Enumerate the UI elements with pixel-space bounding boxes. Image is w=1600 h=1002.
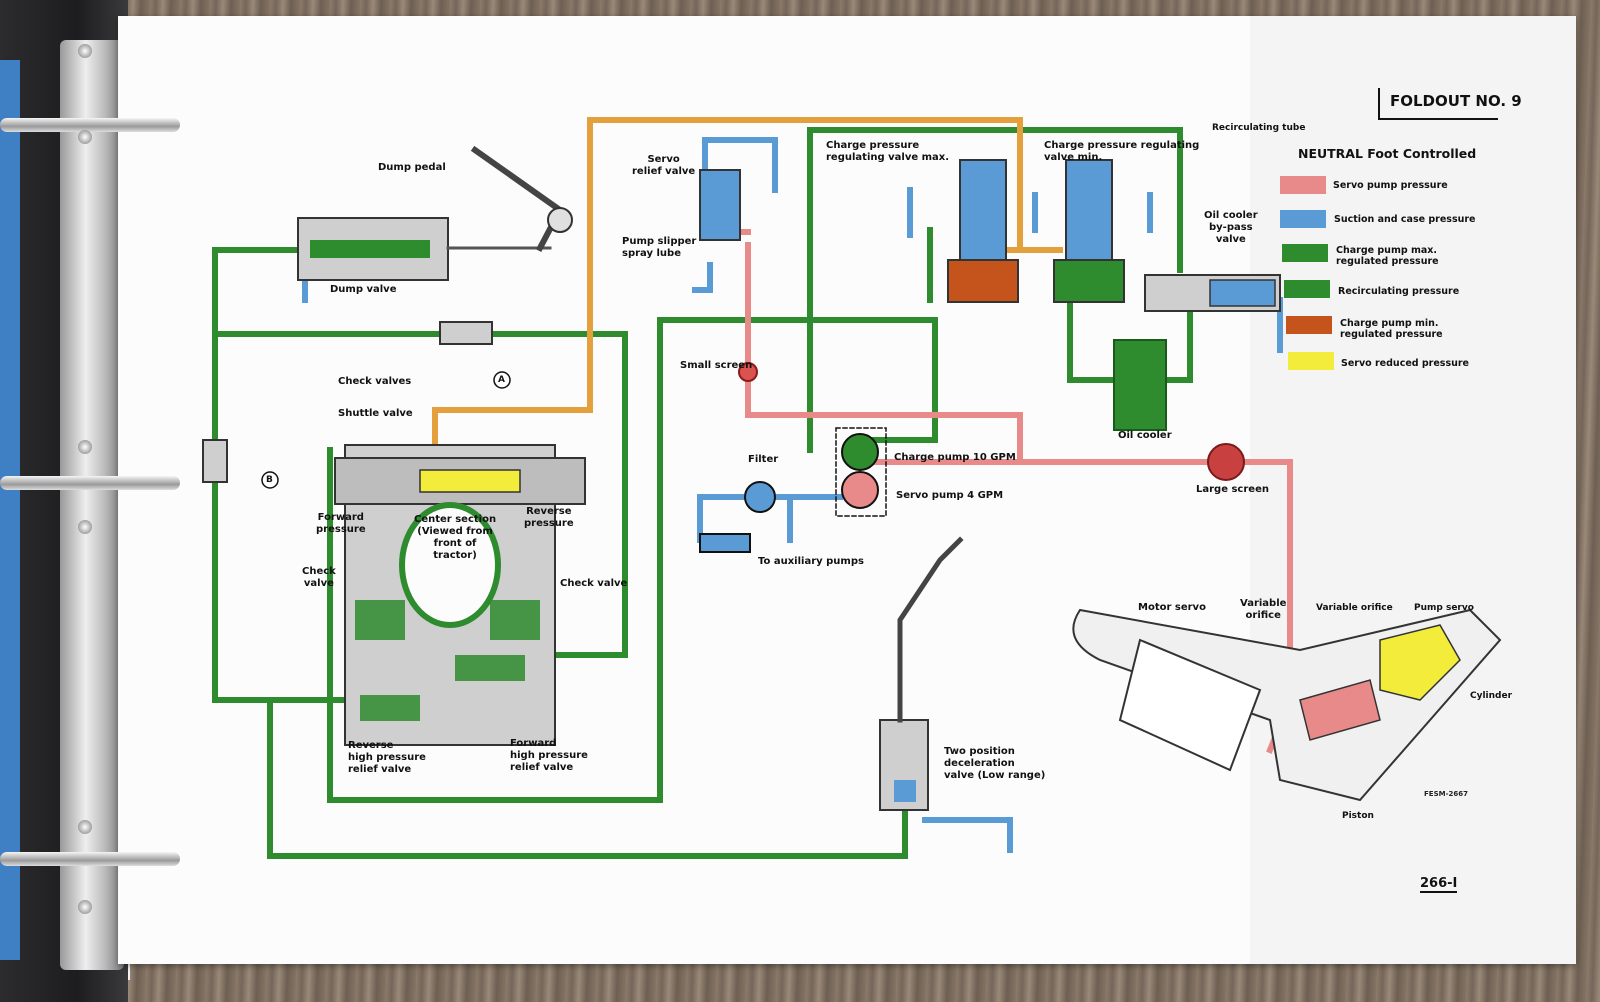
legend-title: NEUTRAL Foot Controlled bbox=[1298, 146, 1477, 161]
label-charge-reg-max: Charge pressure regulating valve max. bbox=[826, 140, 950, 163]
page-number: 266-I bbox=[1420, 876, 1458, 893]
label-filter: Filter bbox=[748, 454, 779, 465]
legend-swatch-charge-max bbox=[1282, 244, 1328, 262]
legend-label: Recirculating pressure bbox=[1338, 286, 1460, 297]
legend-swatch-servo-reduced bbox=[1288, 352, 1334, 370]
filter-symbol bbox=[744, 481, 776, 513]
legend-swatch-servo bbox=[1280, 176, 1326, 194]
binder-ring bbox=[0, 852, 180, 866]
legend-label: Servo reduced pressure bbox=[1341, 358, 1469, 369]
label-recirc-tube: Recirculating tube bbox=[1212, 123, 1306, 133]
binder-tab-edge bbox=[0, 60, 20, 960]
binder-rivet bbox=[78, 520, 92, 534]
check-valve-a bbox=[439, 321, 493, 345]
label-center-section: Center section (Viewed from front of tra… bbox=[414, 514, 497, 561]
label-pump-slipper: Pump slipper spray lube bbox=[622, 236, 697, 259]
legend-label: Servo pump pressure bbox=[1333, 180, 1448, 191]
servo-pump-symbol bbox=[841, 471, 879, 509]
label-oil-cooler: Oil cooler bbox=[1118, 430, 1172, 441]
dump-valve-body bbox=[297, 145, 573, 281]
deceleration-valve-body bbox=[879, 719, 929, 811]
label-oil-cooler-bypass: Oil cooler by-pass valve bbox=[1204, 210, 1258, 245]
label-large-screen: Large screen bbox=[1196, 484, 1269, 495]
label-forward-pressure: Forward pressure bbox=[316, 512, 366, 535]
label-motor-servo: Motor servo bbox=[1138, 602, 1206, 613]
label-forward-relief: Forward high pressure relief valve bbox=[510, 738, 588, 773]
binder-rivet bbox=[78, 44, 92, 58]
foldout-title-box bbox=[1378, 88, 1498, 120]
foldout-title: FOLDOUT NO. 9 bbox=[1390, 92, 1522, 110]
label-check-valve-right: Check valve bbox=[560, 578, 628, 589]
label-two-position-valve: Two position deceleration valve (Low ran… bbox=[944, 746, 1046, 781]
label-check-valve-left: Check valve bbox=[302, 566, 336, 589]
label-cylinder: Cylinder bbox=[1470, 691, 1513, 701]
binder-rivet bbox=[78, 820, 92, 834]
label-dump-pedal: Dump pedal bbox=[378, 162, 446, 173]
label-dump-valve: Dump valve bbox=[330, 284, 397, 295]
figure-code: FESM-2667 bbox=[1424, 790, 1468, 798]
label-variable-orifice-left: Variable orifice bbox=[1240, 598, 1287, 621]
label-piston: Piston bbox=[1342, 811, 1374, 821]
label-reverse-relief: Reverse high pressure relief valve bbox=[348, 740, 426, 775]
label-charge-pump: Charge pump 10 GPM bbox=[894, 452, 1016, 463]
label-charge-reg-min: Charge pressure regulating valve min. bbox=[1044, 140, 1200, 163]
servo-relief-valve-body bbox=[699, 169, 741, 241]
legend-label: Charge pump min. regulated pressure bbox=[1340, 318, 1443, 340]
charge-pump-symbol bbox=[841, 433, 879, 471]
legend-label: Suction and case pressure bbox=[1334, 214, 1476, 225]
binder-ring bbox=[0, 476, 180, 490]
check-valve-b bbox=[202, 439, 228, 483]
label-variable-orifice-right: Variable orifice bbox=[1316, 603, 1393, 613]
binder-rivet bbox=[78, 900, 92, 914]
label-to-aux-pumps: To auxiliary pumps bbox=[758, 556, 864, 567]
legend-swatch-charge-min bbox=[1286, 316, 1332, 334]
marker-a: A bbox=[498, 375, 505, 385]
label-shuttle-valve: Shuttle valve bbox=[338, 408, 413, 419]
label-small-screen: Small screen bbox=[680, 360, 753, 371]
legend-swatch-recirculating bbox=[1284, 280, 1330, 298]
pump-outline bbox=[835, 427, 887, 517]
binder-spine bbox=[60, 40, 124, 970]
page-fold-panel bbox=[1250, 16, 1576, 964]
legend-swatch-suction bbox=[1280, 210, 1326, 228]
charge-regulating-valves bbox=[947, 159, 1125, 303]
binder-rivet bbox=[78, 440, 92, 454]
label-servo-pump: Servo pump 4 GPM bbox=[896, 490, 1004, 501]
binder-ring bbox=[0, 118, 180, 132]
label-servo-relief-valve: Servo relief valve bbox=[632, 154, 696, 177]
legend-label: Charge pump max. regulated pressure bbox=[1336, 245, 1439, 267]
shuttle-valve-body bbox=[334, 444, 586, 746]
large-screen-symbol bbox=[1207, 443, 1245, 481]
small-screen-symbol bbox=[738, 362, 758, 382]
oil-cooler-body bbox=[1113, 339, 1167, 431]
servo-assembly bbox=[1072, 608, 1502, 802]
binder-rivet bbox=[78, 130, 92, 144]
label-check-valves: Check valves bbox=[338, 376, 412, 387]
label-pump-servo: Pump servo bbox=[1414, 603, 1474, 613]
marker-b: B bbox=[266, 475, 273, 485]
label-reverse-pressure: Reverse pressure bbox=[524, 506, 574, 529]
